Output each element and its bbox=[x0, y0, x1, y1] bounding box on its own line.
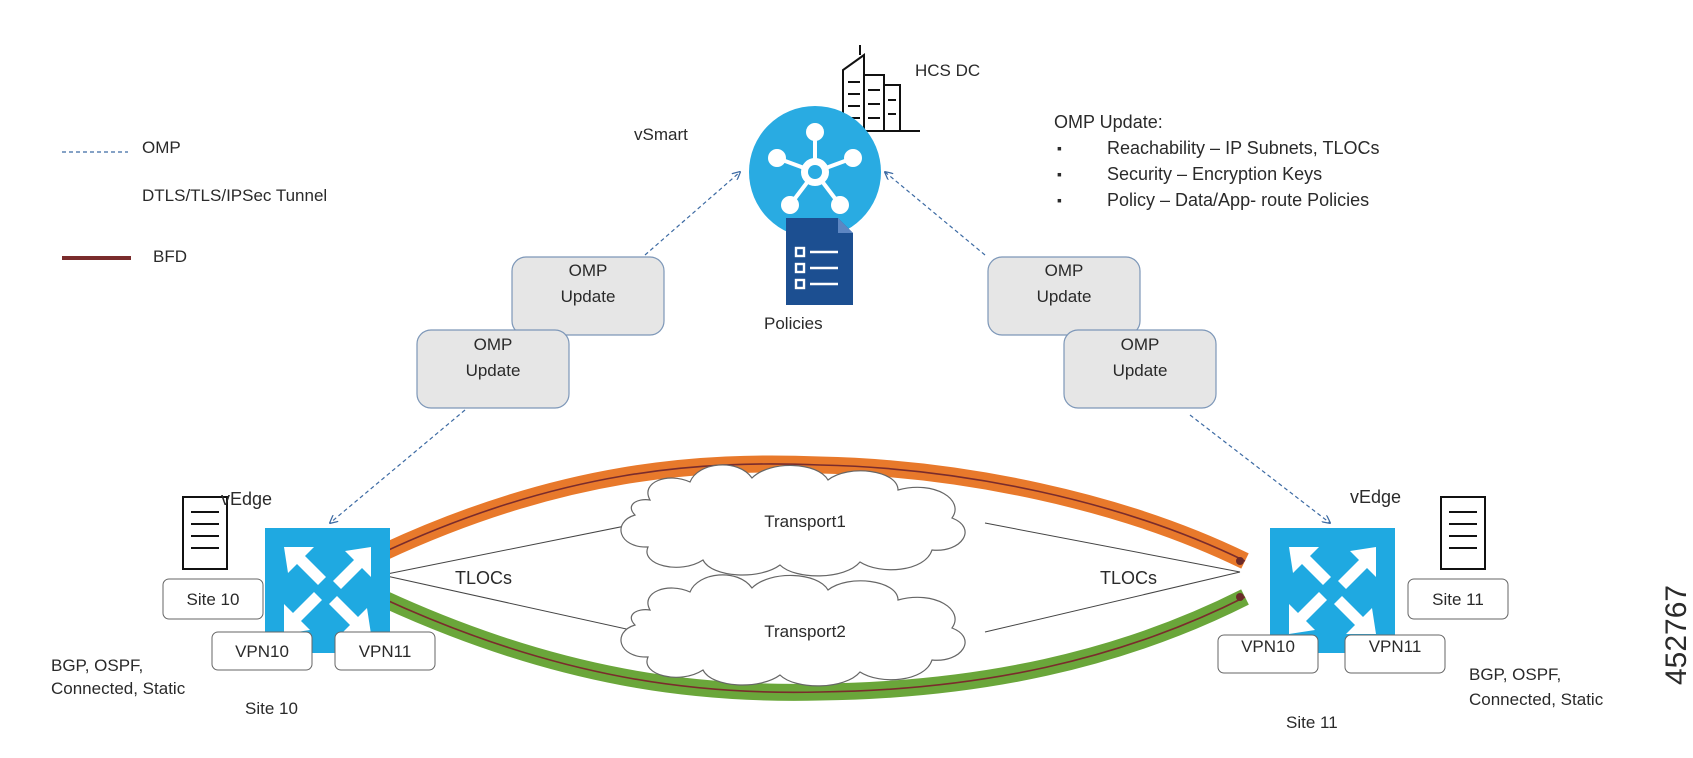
omp-arrow bbox=[644, 172, 740, 256]
orange-tunnel-bfd bbox=[381, 463, 1246, 562]
omp-update-box: OMP Update bbox=[511, 256, 665, 336]
omp-update-box: OMP Update bbox=[1063, 329, 1217, 409]
vedge-router-icon bbox=[1270, 528, 1395, 653]
left-protocols: Connected, Static bbox=[51, 679, 186, 698]
bullet-icon: ▪ bbox=[1057, 166, 1062, 182]
omp-info-bullet: Reachability – IP Subnets, TLOCs bbox=[1107, 138, 1379, 158]
tunnel-endpoint bbox=[1236, 593, 1244, 601]
transport1-cloud: Transport1 bbox=[620, 464, 966, 577]
policies-label: Policies bbox=[764, 314, 823, 333]
vpn-label: VPN10 bbox=[1241, 637, 1295, 656]
vedge-right-label: vEdge bbox=[1350, 487, 1401, 507]
tloc-line bbox=[984, 522, 1241, 573]
vpn-box bbox=[334, 631, 436, 671]
right-protocols: BGP, OSPF, bbox=[1469, 665, 1561, 684]
hcs-dc-label: HCS DC bbox=[915, 61, 980, 80]
server-icon bbox=[182, 496, 228, 570]
legend-bfd-label: BFD bbox=[153, 247, 187, 266]
bullet-icon: ▪ bbox=[1057, 140, 1062, 156]
tlocs-left-label: TLOCs bbox=[455, 568, 512, 588]
omp-arrow bbox=[1189, 414, 1330, 523]
vpn-box bbox=[1344, 634, 1446, 674]
omp-arrow bbox=[885, 172, 986, 256]
vpn-box bbox=[1217, 634, 1319, 674]
transport2-cloud: Transport2 bbox=[620, 574, 966, 687]
svg-text:Update: Update bbox=[561, 287, 616, 306]
svg-text:OMP: OMP bbox=[569, 261, 608, 280]
vedge-left-label: vEdge bbox=[221, 489, 272, 509]
figure-id: 452767 bbox=[1660, 585, 1693, 685]
site-box-right-label: Site 11 bbox=[1432, 590, 1484, 609]
svg-text:OMP: OMP bbox=[1045, 261, 1084, 280]
tunnel-endpoint bbox=[1236, 557, 1244, 565]
site-box-left bbox=[162, 578, 264, 620]
vpn-label: VPN11 bbox=[359, 642, 412, 661]
omp-arrow bbox=[330, 409, 466, 523]
tlocs-right-label: TLOCs bbox=[1100, 568, 1157, 588]
site11-label: Site 11 bbox=[1286, 713, 1338, 732]
omp-update-box: OMP Update bbox=[987, 256, 1141, 336]
right-protocols: Connected, Static bbox=[1469, 690, 1604, 709]
site-box-right bbox=[1407, 578, 1509, 620]
svg-text:OMP: OMP bbox=[474, 335, 513, 354]
legend-omp-label: OMP bbox=[142, 138, 181, 157]
tloc-line bbox=[381, 574, 641, 633]
server-icon bbox=[1440, 496, 1486, 570]
vsmart-label: vSmart bbox=[634, 125, 688, 144]
transport2-label: Transport2 bbox=[764, 622, 846, 641]
transport1-label: Transport1 bbox=[764, 512, 846, 531]
omp-info-title: OMP Update: bbox=[1054, 112, 1163, 132]
legend-tunnel-label: DTLS/TLS/IPSec Tunnel bbox=[142, 186, 327, 205]
svg-text:OMP: OMP bbox=[1121, 335, 1160, 354]
tloc-line bbox=[381, 522, 641, 576]
left-protocols: BGP, OSPF, bbox=[51, 656, 143, 675]
site10-label: Site 10 bbox=[245, 699, 298, 718]
site-box-left-label: Site 10 bbox=[187, 590, 240, 609]
vpn-box bbox=[211, 631, 313, 671]
omp-update-box: OMP Update bbox=[416, 329, 570, 409]
vpn-label: VPN10 bbox=[235, 642, 289, 661]
policy-document-icon bbox=[786, 218, 853, 305]
omp-info-bullet: Security – Encryption Keys bbox=[1107, 164, 1322, 184]
vsmart-controller-icon bbox=[749, 106, 881, 238]
tloc-line bbox=[984, 571, 1241, 633]
svg-text:Update: Update bbox=[1113, 361, 1168, 380]
omp-info-bullet: Policy – Data/App- route Policies bbox=[1107, 190, 1369, 210]
bullet-icon: ▪ bbox=[1057, 192, 1062, 208]
svg-text:Update: Update bbox=[466, 361, 521, 380]
green-tunnel-bfd bbox=[381, 596, 1246, 694]
vpn-label: VPN11 bbox=[1369, 637, 1422, 656]
svg-text:Update: Update bbox=[1037, 287, 1092, 306]
